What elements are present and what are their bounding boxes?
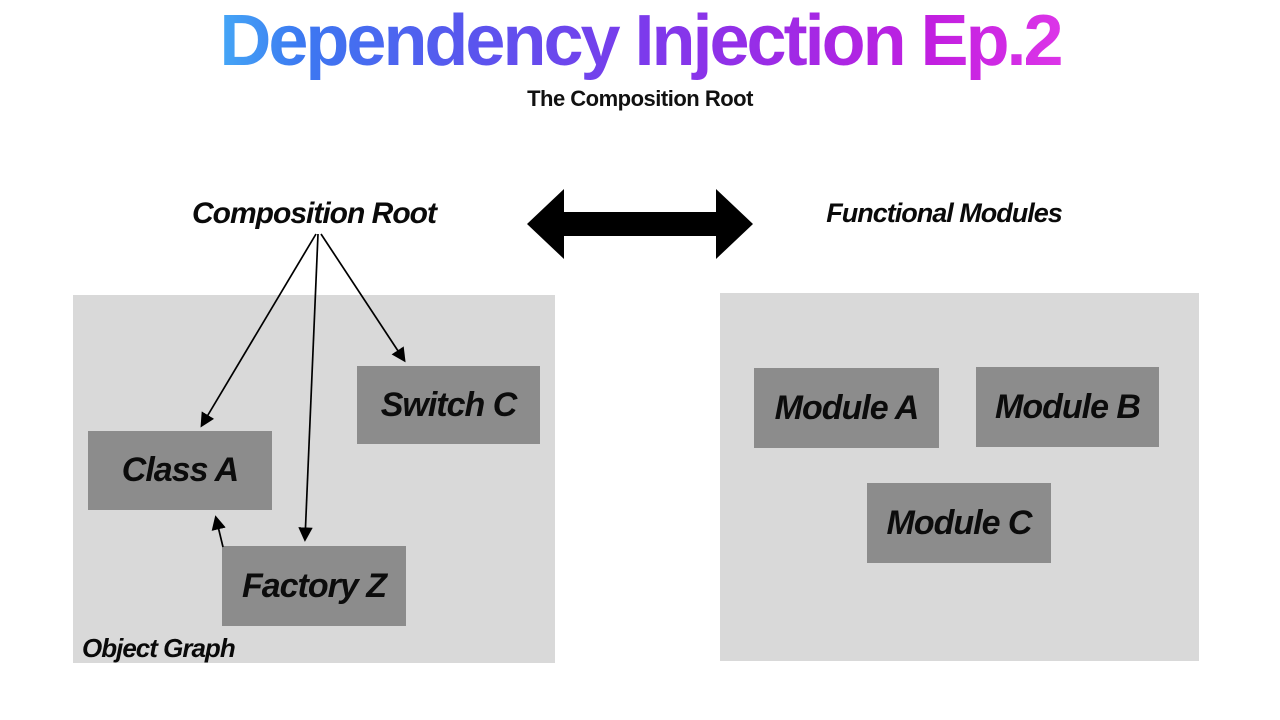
node-module-c-label: Module C: [886, 503, 1033, 542]
header: Dependency Injection Ep.2: [0, 0, 1280, 86]
functional-modules-heading: Functional Modules: [826, 198, 1063, 228]
node-module-a-label: Module A: [774, 388, 920, 427]
node-module-b-label: Module B: [995, 387, 1141, 426]
functional-modules-panel: [720, 293, 1199, 661]
page-subtitle: The Composition Root: [527, 86, 753, 111]
node-module-c: Module C: [867, 483, 1051, 563]
node-switch-c-label: Switch C: [380, 385, 518, 424]
node-module-b: Module B: [976, 367, 1159, 447]
node-class-a: Class A: [88, 431, 272, 510]
node-factory-z-label: Factory Z: [241, 566, 387, 605]
double-headed-arrow: [527, 189, 753, 259]
composition-root-heading: Composition Root: [192, 197, 437, 230]
node-module-a: Module A: [754, 368, 939, 448]
node-switch-c: Switch C: [357, 366, 540, 444]
node-factory-z: Factory Z: [222, 546, 406, 626]
node-class-a-label: Class A: [121, 451, 239, 489]
page-title: Dependency Injection Ep.2: [219, 0, 1063, 86]
object-graph-caption: Object Graph: [82, 633, 236, 663]
